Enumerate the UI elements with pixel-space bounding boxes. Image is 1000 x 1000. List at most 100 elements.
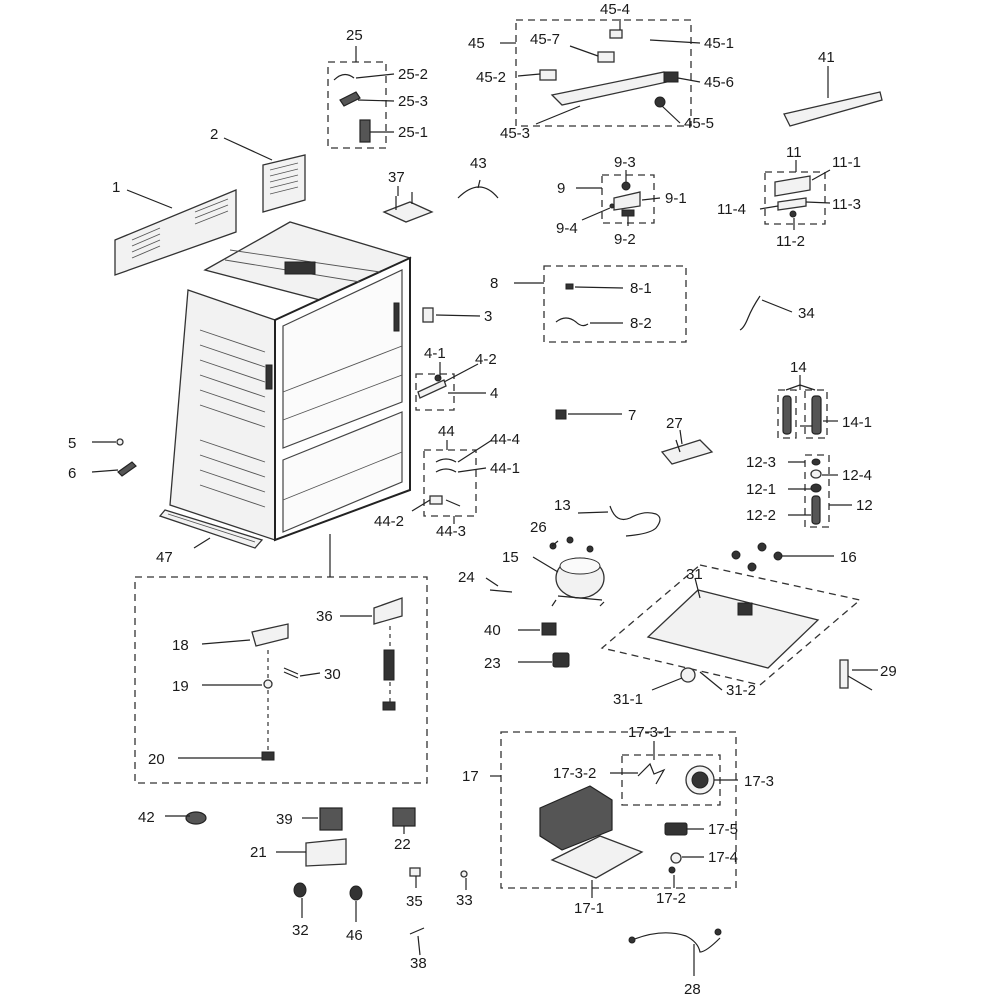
label-25: 25 [346,27,363,44]
label-44-1: 44-1 [490,460,520,477]
assembly-45-part [539,29,679,108]
bracket-37-part [382,192,434,223]
label-45-7: 45-7 [530,31,560,48]
assembly-44-part [429,458,461,507]
label-23: 23 [484,655,501,672]
leg-parts-18-20-part [251,623,289,761]
label-21: 21 [250,844,267,861]
label-45-6: 45-6 [704,74,734,91]
label-11: 11 [786,144,802,161]
group-box-45 [515,19,692,127]
label-7: 7 [628,407,636,424]
label-47: 47 [156,549,173,566]
fan-assembly-17-part [539,762,715,879]
label-12: 12 [856,497,873,514]
label-43: 43 [470,155,487,172]
group-box-11 [764,171,826,225]
label-14-1: 14-1 [842,414,872,431]
hinge-4-part [417,374,447,399]
label-12-1: 12-1 [746,481,776,498]
cover-22-part [392,807,416,827]
relay-23-part [552,652,570,668]
label-17-5: 17-5 [708,821,738,838]
label-8-1: 8-1 [630,280,652,297]
label-31-2: 31-2 [726,682,756,699]
label-17-2: 17-2 [656,890,686,907]
pcb-21-part [305,838,347,867]
group-box-8 [543,265,687,343]
label-36: 36 [316,608,333,625]
label-9-4: 9-4 [556,220,578,237]
clip-24-part [489,589,513,593]
handle-43-part [457,186,499,199]
label-18: 18 [172,637,189,654]
label-33: 33 [456,892,473,909]
cover-41-part [783,91,883,127]
assembly-25-part [333,73,371,143]
label-12-2: 12-2 [746,507,776,524]
label-31: 31 [686,566,703,583]
label-8: 8 [490,275,498,292]
label-26: 26 [530,519,547,536]
cover-39-part [319,807,343,831]
label-27: 27 [666,415,683,432]
label-41: 41 [818,49,835,66]
damper-42-part [185,811,207,825]
group-box-14-left [777,389,797,439]
label-11-2: 11-2 [776,233,805,250]
label-14: 14 [790,359,807,376]
label-30: 30 [324,666,341,683]
label-12-3: 12-3 [746,454,776,471]
label-37: 37 [388,169,405,186]
label-24: 24 [458,569,475,586]
label-17-1: 17-1 [574,900,604,917]
label-25-2: 25-2 [398,66,428,83]
label-16: 16 [840,549,857,566]
label-34: 34 [798,305,815,322]
leader-lines [91,19,878,976]
bracket-3-part [422,307,434,323]
tube-13-part [609,505,661,537]
filter-14-part [782,395,822,435]
label-9-3: 9-3 [614,154,636,171]
label-45-4: 45-4 [600,1,630,18]
label-4-2: 4-2 [475,351,497,368]
wire-harness-8-part [555,283,589,327]
label-20: 20 [148,751,165,768]
valve-12-part [810,458,822,525]
label-31-1: 31-1 [613,691,643,708]
sensor-7-part [555,409,567,420]
screw-5-part [116,438,124,446]
label-11-1: 11-1 [832,154,861,171]
label-39: 39 [276,811,293,828]
label-1: 1 [112,179,120,196]
label-25-3: 25-3 [398,93,428,110]
group-box-31 [600,564,862,686]
label-plate-part [262,154,306,213]
label-17: 17 [462,768,479,785]
screws-30-part [283,667,299,679]
label-46: 46 [346,927,363,944]
rear-cover-panel-part [114,189,237,276]
group-box-25 [327,61,387,149]
cord-34-part [739,295,761,331]
group-box-44 [423,449,477,517]
label-19: 19 [172,678,189,695]
label-15: 15 [502,549,519,566]
label-11-4: 11-4 [717,201,746,218]
label-4: 4 [490,385,498,402]
label-45-5: 45-5 [684,115,714,132]
label-38: 38 [410,955,427,972]
label-13: 13 [554,497,571,514]
grommet-16-part [731,542,783,572]
group-box-legs [134,576,428,784]
label-45-2: 45-2 [476,69,506,86]
part-29 [839,659,873,691]
label-9-1: 9-1 [665,190,687,207]
label-44-2: 44-2 [374,513,404,530]
label-42: 42 [138,809,155,826]
compressor-15-part [551,557,605,607]
label-32: 32 [292,922,309,939]
label-3: 3 [484,308,492,325]
group-box-4 [415,373,455,411]
